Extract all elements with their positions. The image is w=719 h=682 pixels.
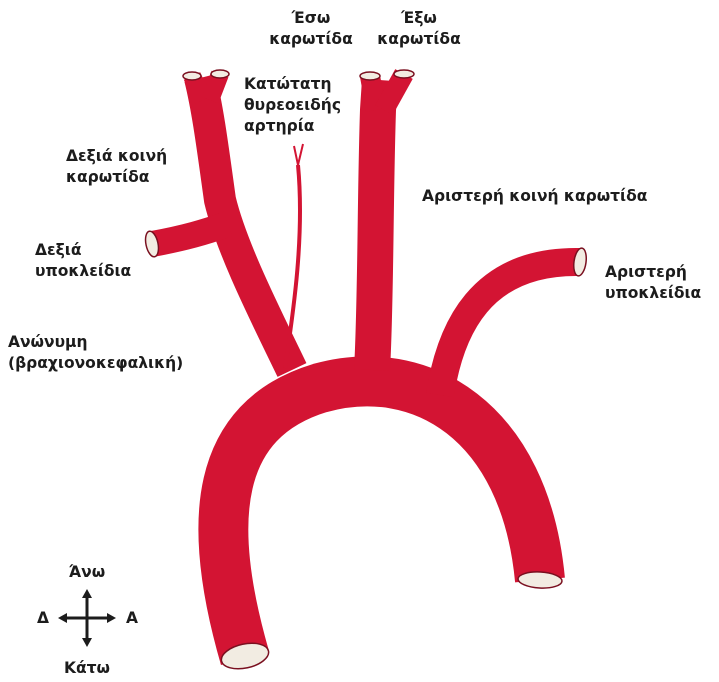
compass-right-label: Α (126, 608, 138, 629)
inferior-thyroid-label-line3: αρτηρία (244, 116, 341, 137)
left-subclavian-label: Αριστερή υποκλείδια (605, 262, 701, 304)
right-carotid-opening-b (211, 70, 229, 78)
internal-carotid-label: Έσω καρωτίδα (262, 8, 360, 50)
internal-carotid-label-line1: Έσω (262, 8, 360, 29)
right-subclavian-label: Δεξιά υποκλείδια (35, 240, 131, 282)
compass-arrow-left (58, 613, 67, 623)
inferior-thyroid-artery-tip (294, 144, 303, 165)
left-common-carotid-label-line1: Αριστερή κοινή καρωτίδα (422, 186, 647, 207)
left-common-carotid-label: Αριστερή κοινή καρωτίδα (422, 186, 647, 207)
compass-left-label: Δ (37, 608, 49, 629)
right-carotid-opening-a (183, 72, 201, 80)
left-subclavian-artery (440, 262, 580, 395)
external-carotid-label-line2: καρωτίδα (370, 29, 468, 50)
inferior-thyroid-artery-label: Κατώτατη θυρεοειδής αρτηρία (244, 74, 341, 137)
compass-up-label: Άνω (57, 562, 117, 583)
external-carotid-stump (384, 74, 404, 110)
brachiocephalic-label-line1: Ανώνυμη (8, 332, 183, 353)
inferior-thyroid-label-line2: θυρεοειδής (244, 95, 341, 116)
compass-arrow-up (82, 589, 92, 598)
compass-down-label: Κάτω (52, 658, 122, 679)
brachiocephalic-label-line2: (βραχιονοκεφαλική) (8, 353, 183, 374)
artery-tree (143, 70, 587, 673)
compass-arrow-right (107, 613, 116, 623)
left-subclavian-label-line2: υποκλείδια (605, 283, 701, 304)
right-subclavian-label-line1: Δεξιά (35, 240, 131, 261)
external-carotid-opening (394, 70, 414, 78)
left-common-carotid-artery (372, 80, 380, 370)
left-subclavian-label-line1: Αριστερή (605, 262, 701, 283)
external-carotid-label-line1: Έξω (370, 8, 468, 29)
internal-carotid-stump (370, 76, 376, 110)
right-common-carotid-label-line1: Δεξιά κοινή (66, 146, 167, 167)
right-common-carotid-label-line2: καρωτίδα (66, 167, 167, 188)
right-subclavian-label-line2: υποκλείδια (35, 261, 131, 282)
internal-carotid-opening (360, 72, 380, 80)
right-common-carotid-label: Δεξιά κοινή καρωτίδα (66, 146, 167, 188)
orientation-compass (58, 589, 116, 647)
inferior-thyroid-label-line1: Κατώτατη (244, 74, 341, 95)
compass-arrow-down (82, 638, 92, 647)
right-subclavian-artery (152, 224, 228, 244)
aortic-arch (223, 381, 540, 658)
brachiocephalic-label: Ανώνυμη (βραχιονοκεφαλική) (8, 332, 183, 374)
internal-carotid-label-line2: καρωτίδα (262, 29, 360, 50)
external-carotid-label: Έξω καρωτίδα (370, 8, 468, 50)
